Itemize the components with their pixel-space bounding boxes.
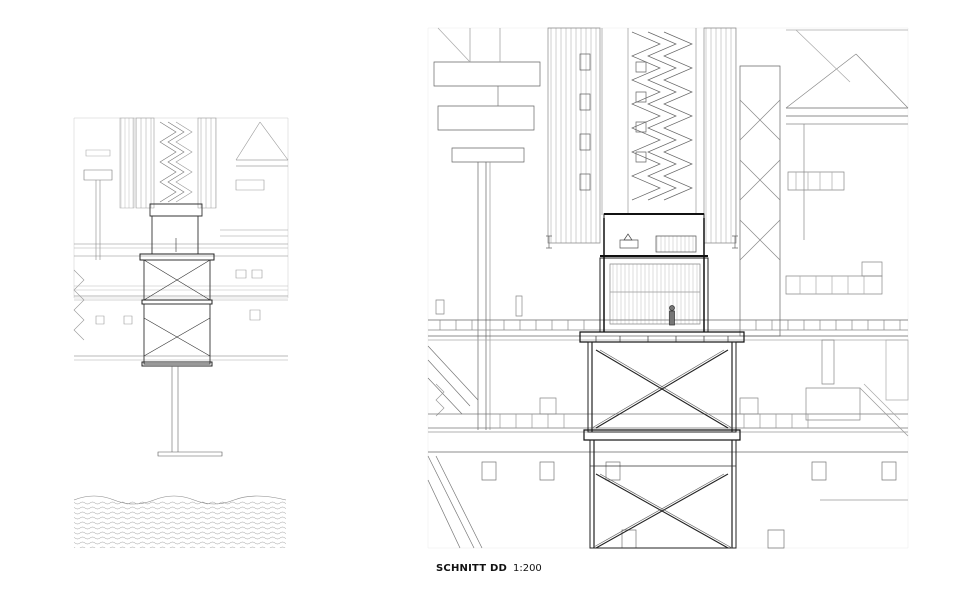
drawing-title: SCHNITT DD <box>436 563 507 574</box>
person-figure-icon <box>669 305 675 326</box>
overview-section <box>74 118 288 548</box>
drawing-caption: SCHNITT DD 1:200 <box>436 563 542 574</box>
drawing-scale: 1:200 <box>512 563 542 574</box>
detail-section <box>428 28 908 548</box>
